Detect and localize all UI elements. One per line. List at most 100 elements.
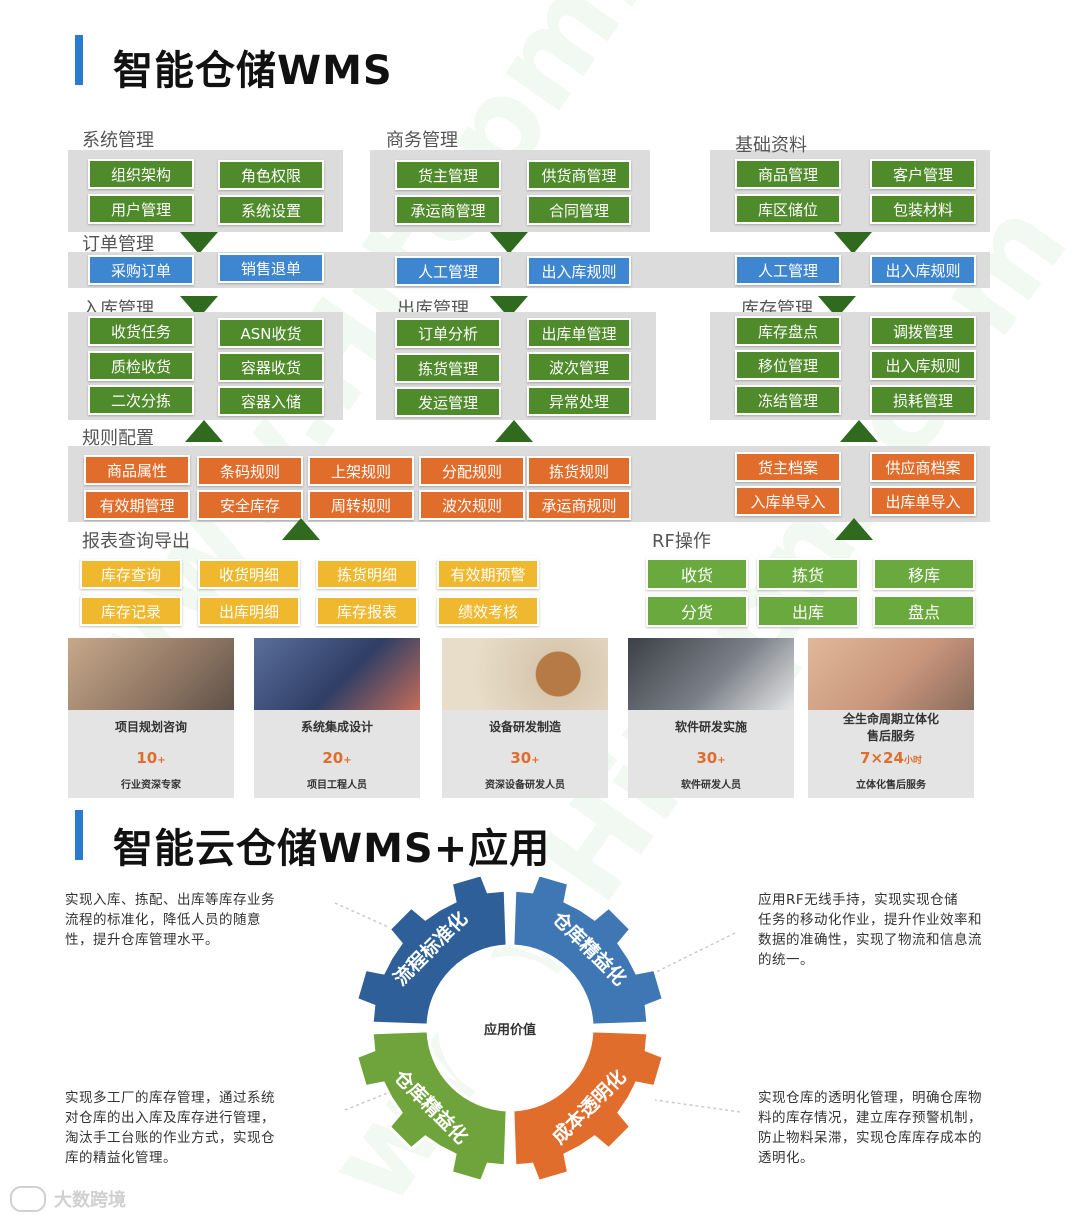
btn-rule-9[interactable]: 波次规则 bbox=[419, 490, 525, 520]
btn-system-3[interactable]: 用户管理 bbox=[88, 194, 194, 224]
btn-outbound-4[interactable]: 波次管理 bbox=[527, 352, 631, 382]
btn-rf-4[interactable]: 分货 bbox=[646, 595, 748, 627]
arrow-down-icon bbox=[490, 232, 528, 254]
paragraph-bottom-left: 实现多工厂的库存管理，通过系统对仓库的出入库及库存进行管理，淘汰手工台账的作业方… bbox=[65, 1090, 275, 1166]
card-title: 软件研发实施 bbox=[674, 720, 747, 734]
btn-order-6[interactable]: 出入库规则 bbox=[870, 255, 976, 285]
btn-rule-8[interactable]: 周转规则 bbox=[308, 490, 414, 520]
btn-rf-3[interactable]: 移库 bbox=[873, 558, 975, 590]
btn-report-8[interactable]: 绩效考核 bbox=[437, 596, 539, 626]
btn-system-2[interactable]: 角色权限 bbox=[218, 160, 324, 190]
btn-rule-12[interactable]: 供应商档案 bbox=[870, 452, 976, 482]
btn-inbound-5[interactable]: 二次分拣 bbox=[88, 385, 194, 415]
card-number: 10+ bbox=[136, 749, 166, 767]
section-title-order: 订单管理 bbox=[82, 234, 154, 255]
btn-stock-1[interactable]: 库存盘点 bbox=[735, 316, 841, 346]
card-subtitle: 立体化售后服务 bbox=[856, 780, 926, 791]
btn-rule-7[interactable]: 安全库存 bbox=[197, 490, 303, 520]
card-title: 项目规划咨询 bbox=[114, 720, 187, 734]
btn-report-4[interactable]: 有效期预警 bbox=[437, 559, 539, 589]
btn-rule-5[interactable]: 拣货规则 bbox=[527, 456, 631, 486]
btn-report-3[interactable]: 拣货明细 bbox=[316, 559, 418, 589]
footer-logo-text: 大数跨境 bbox=[54, 1190, 126, 1211]
btn-business-3[interactable]: 承运商管理 bbox=[395, 195, 501, 225]
btn-business-1[interactable]: 货主管理 bbox=[395, 160, 501, 190]
btn-rule-2[interactable]: 条码规则 bbox=[197, 456, 303, 486]
btn-inbound-3[interactable]: 质检收货 bbox=[88, 351, 194, 381]
card-number: 30+ bbox=[510, 749, 540, 767]
btn-basic-1[interactable]: 商品管理 bbox=[735, 159, 841, 189]
card-subtitle: 行业资深专家 bbox=[121, 780, 181, 791]
arrow-down-icon bbox=[180, 232, 218, 254]
card-subtitle: 项目工程人员 bbox=[307, 780, 367, 791]
card-number: 7×24小时 bbox=[860, 749, 922, 767]
btn-inbound-2[interactable]: ASN收货 bbox=[218, 318, 324, 348]
btn-rf-2[interactable]: 拣货 bbox=[757, 558, 859, 590]
btn-rule-1[interactable]: 商品属性 bbox=[84, 455, 190, 485]
btn-report-7[interactable]: 库存报表 bbox=[316, 596, 418, 626]
btn-business-4[interactable]: 合同管理 bbox=[527, 195, 631, 225]
btn-outbound-2[interactable]: 出库单管理 bbox=[527, 318, 631, 348]
btn-order-5[interactable]: 人工管理 bbox=[735, 255, 841, 285]
btn-inbound-1[interactable]: 收货任务 bbox=[88, 316, 194, 346]
page-title: 智能仓储WMS bbox=[113, 48, 393, 94]
paragraph-top-left: 实现入库、拣配、出库等库存业务流程的标准化，降低人员的随意性，提升仓库管理水平。 bbox=[65, 892, 275, 948]
btn-report-1[interactable]: 库存查询 bbox=[80, 559, 182, 589]
btn-outbound-3[interactable]: 拣货管理 bbox=[395, 353, 501, 383]
btn-basic-4[interactable]: 包装材料 bbox=[870, 194, 976, 224]
btn-outbound-5[interactable]: 发运管理 bbox=[395, 387, 501, 417]
arrow-up-icon bbox=[282, 518, 320, 540]
btn-outbound-6[interactable]: 异常处理 bbox=[527, 386, 631, 416]
section-title-cloud: 智能云仓储WMS+应用 bbox=[113, 826, 551, 872]
btn-inbound-4[interactable]: 容器收货 bbox=[218, 352, 324, 382]
btn-stock-3[interactable]: 移位管理 bbox=[735, 350, 841, 380]
btn-order-1[interactable]: 采购订单 bbox=[88, 255, 194, 285]
btn-business-2[interactable]: 供货商管理 bbox=[527, 160, 631, 190]
btn-rule-11[interactable]: 货主档案 bbox=[735, 452, 841, 482]
section-title-rf: RF操作 bbox=[652, 531, 711, 552]
btn-order-3[interactable]: 人工管理 bbox=[395, 256, 501, 286]
btn-rule-10[interactable]: 承运商规则 bbox=[527, 490, 631, 520]
section-title-basic: 基础资料 bbox=[735, 135, 807, 156]
btn-outbound-1[interactable]: 订单分析 bbox=[395, 318, 501, 348]
btn-order-2[interactable]: 销售退单 bbox=[218, 253, 324, 283]
btn-stock-6[interactable]: 损耗管理 bbox=[870, 385, 976, 415]
city-photo bbox=[254, 638, 420, 710]
btn-rule-4[interactable]: 分配规则 bbox=[419, 456, 525, 486]
arrow-up-icon bbox=[835, 518, 873, 540]
btn-rf-1[interactable]: 收货 bbox=[646, 558, 748, 590]
gear-center bbox=[438, 956, 582, 1100]
arrow-up-icon bbox=[185, 420, 223, 442]
btn-rule-14[interactable]: 出库单导入 bbox=[870, 486, 976, 516]
btn-rf-5[interactable]: 出库 bbox=[757, 595, 859, 627]
btn-report-2[interactable]: 收货明细 bbox=[198, 559, 300, 589]
btn-rf-6[interactable]: 盘点 bbox=[873, 595, 975, 627]
card-title: 设备研发制造 bbox=[488, 720, 561, 734]
btn-basic-3[interactable]: 库区储位 bbox=[735, 194, 841, 224]
btn-system-1[interactable]: 组织架构 bbox=[88, 159, 194, 189]
btn-system-4[interactable]: 系统设置 bbox=[218, 195, 324, 225]
btn-rule-3[interactable]: 上架规则 bbox=[308, 456, 414, 486]
gear-segment bbox=[511, 872, 666, 1027]
btn-report-5[interactable]: 库存记录 bbox=[80, 596, 182, 626]
btn-stock-4[interactable]: 出入库规则 bbox=[870, 350, 976, 380]
btn-basic-2[interactable]: 客户管理 bbox=[870, 159, 976, 189]
gear-center-label: 应用价值 bbox=[484, 1022, 536, 1038]
card-software: 软件研发实施 30+ 软件研发人员 bbox=[628, 638, 794, 798]
btn-rule-13[interactable]: 入库单导入 bbox=[735, 486, 841, 516]
card-title: 系统集成设计 bbox=[300, 720, 373, 734]
btn-stock-2[interactable]: 调拨管理 bbox=[870, 316, 976, 346]
paragraph-bottom-right: 实现仓库的透明化管理，明确仓库物料的库存情况，建立库存预警机制，防止物料呆滞，实… bbox=[758, 1090, 982, 1166]
card-subtitle: 资深设备研发人员 bbox=[485, 780, 565, 791]
gear-segment bbox=[354, 1029, 509, 1184]
card-title: 全生命周期立体化售后服务 bbox=[842, 712, 939, 743]
btn-report-6[interactable]: 出库明细 bbox=[198, 596, 300, 626]
btn-stock-5[interactable]: 冻结管理 bbox=[735, 385, 841, 415]
section-title-system: 系统管理 bbox=[82, 130, 154, 151]
btn-order-4[interactable]: 出入库规则 bbox=[527, 256, 631, 286]
section-title-rules: 规则配置 bbox=[82, 428, 154, 449]
btn-inbound-6[interactable]: 容器入储 bbox=[218, 386, 324, 416]
btn-rule-6[interactable]: 有效期管理 bbox=[84, 490, 190, 520]
paragraph-top-right: 应用RF无线手持，实现实现仓储任务的移动化作业，提升作业效率和数据的准确性，实现… bbox=[758, 892, 982, 968]
